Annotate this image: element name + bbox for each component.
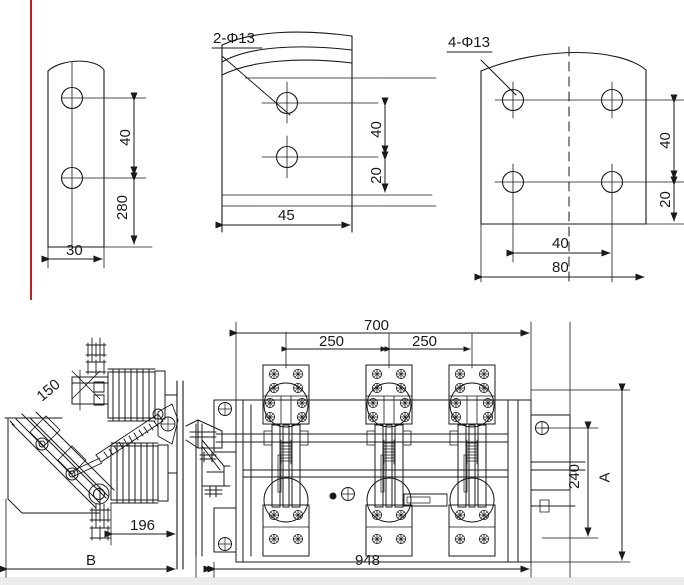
dim-label-40-left: 40 [116, 129, 134, 146]
dim-label-240: 240 [566, 463, 584, 490]
dim-label-700: 700 [364, 317, 390, 334]
dim-label-40-right-h: 40 [552, 235, 569, 252]
red-guide-line [30, 0, 32, 300]
dim-label-20-mid: 20 [367, 167, 385, 184]
dim-label-80-right: 80 [552, 259, 569, 276]
dim-label-A: A [596, 472, 614, 483]
callout-4-dia13: 4-Φ13 [448, 34, 490, 51]
dim-label-20-right: 20 [656, 191, 674, 208]
dim-label-196: 196 [130, 517, 156, 534]
dim-label-45-mid: 45 [278, 207, 295, 224]
bottom-gray-band [0, 578, 684, 585]
dim-label-250-b: 250 [412, 333, 438, 350]
callout-2-dia13: 2-Φ13 [213, 30, 255, 47]
dim-label-250-a: 250 [319, 333, 345, 350]
dim-label-948: 948 [355, 552, 381, 569]
dim-label-40-mid: 40 [367, 121, 385, 138]
dim-label-30-left: 30 [66, 242, 83, 259]
dim-label-280-left: 280 [114, 194, 132, 221]
dim-label-40-right-v: 40 [656, 132, 674, 149]
dim-label-B: B [86, 552, 97, 569]
